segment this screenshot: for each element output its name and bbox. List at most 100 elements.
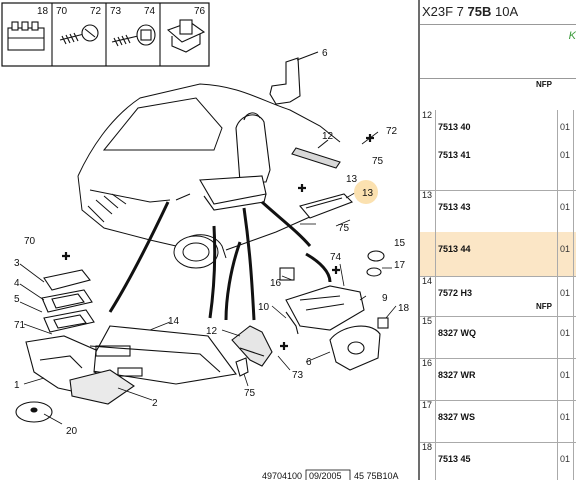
footer-ref: 45 75B10A: [354, 471, 399, 480]
parts-row[interactable]: 7513 44 01: [420, 232, 576, 277]
part-quantity: 01: [560, 150, 571, 160]
part-number: 7513 41: [438, 150, 471, 160]
screw-washer-icon: [111, 24, 156, 47]
callout-72: 72: [386, 126, 398, 137]
legend-label: 72: [90, 6, 102, 17]
callout-15: 15: [394, 238, 406, 249]
callout-13: 13: [362, 188, 374, 199]
seat-base-parts: [279, 250, 389, 371]
gasket-stack-parts-3-5: [41, 269, 95, 333]
clip-part-75: [235, 357, 249, 377]
callout-75: 75: [338, 223, 350, 234]
callout-3: 3: [14, 258, 20, 269]
callout-1: 1: [14, 380, 20, 391]
row-index: 15: [420, 316, 436, 358]
nfp-label: NFP: [536, 302, 552, 311]
callout-12-top: 13: [346, 174, 358, 185]
insulation-panel-parts-1-2: [25, 335, 135, 405]
parts-header: X23F 7 75B 10A: [420, 0, 576, 25]
callout-73: 73: [292, 370, 304, 381]
callout-6-bottom: 6: [306, 357, 312, 368]
legend-label: 18: [37, 6, 49, 17]
part-number: 7513 40: [438, 122, 471, 132]
callout-71: 71: [14, 320, 26, 331]
row-index: 12: [420, 110, 436, 190]
callout-4: 4: [14, 278, 20, 289]
row-index: 13: [420, 190, 436, 232]
callout-74: 74: [330, 252, 342, 263]
part-number: 8327 WQ: [438, 328, 477, 338]
nfp-label: NFP: [536, 80, 552, 89]
part-quantity: 01: [560, 122, 571, 132]
leader-curves: [108, 200, 332, 321]
ref-suffix: 10A: [495, 4, 519, 19]
legend-label: 76: [194, 6, 206, 17]
drawing-footer: 49704100 09/2005 45 75B10A: [262, 469, 399, 482]
part-number: 8327 WR: [438, 370, 476, 380]
panel-divider: [418, 0, 420, 480]
fastener-legend-box: [1, 2, 210, 67]
storage-tray-part-13: [299, 193, 353, 219]
k-mark: K: [568, 30, 576, 42]
ref-group: 75B: [467, 4, 492, 19]
column-rule: [573, 442, 574, 480]
callout-11: 12: [322, 131, 334, 142]
callout-2: 2: [152, 398, 158, 409]
ref-prefix: X23F 7: [422, 4, 464, 19]
part-number: 7513 43: [438, 202, 471, 212]
column-rule: [557, 276, 558, 316]
column-rule: [557, 442, 558, 480]
column-rule: [573, 190, 574, 232]
catalog-reference: X23F 7 75B 10A: [422, 4, 518, 19]
van-outline-drawing: [77, 83, 341, 269]
footer-code: 49704100: [262, 471, 302, 480]
callout-70: 70: [24, 236, 36, 247]
row-index: 17: [420, 400, 436, 442]
callout-10: 10: [258, 302, 270, 313]
callout-9: 9: [382, 293, 388, 304]
disc-part-20: [15, 401, 53, 423]
part-quantity: 01: [560, 454, 571, 464]
column-rule: [557, 358, 558, 400]
screw-icon: [59, 24, 99, 45]
callout-75: 75: [372, 156, 384, 167]
column-rule: [557, 400, 558, 442]
reference-plus-marks: [62, 134, 374, 350]
part-quantity: 01: [560, 370, 571, 380]
part-quantity: 01: [560, 412, 571, 422]
highlight-circle: [354, 180, 378, 204]
part-number: 8327 WS: [438, 412, 476, 422]
part-number: 7513 44: [438, 244, 471, 254]
callout-14: 14: [168, 316, 180, 327]
column-rule: [573, 276, 574, 316]
column-rule: [573, 110, 574, 190]
part-quantity: 01: [560, 244, 571, 254]
part-number: 7513 45: [438, 454, 471, 464]
callout-6: 6: [322, 48, 328, 59]
row-index: 16: [420, 358, 436, 400]
column-rule: [573, 400, 574, 442]
seat-drawing: [199, 112, 271, 211]
column-rule: [557, 190, 558, 232]
leader-lines: [19, 131, 397, 425]
column-rule: [573, 316, 574, 358]
callout-17: 17: [394, 260, 406, 271]
part-quantity: 01: [560, 202, 571, 212]
callout-18: 18: [398, 303, 410, 314]
part-quantity: 01: [560, 288, 571, 298]
callout-12: 12: [206, 326, 218, 337]
part-number: 7572 H3: [438, 288, 473, 298]
retaining-clip-icon: [166, 19, 206, 53]
callout-75-bottom: 75: [244, 388, 256, 399]
column-rule: [557, 232, 558, 276]
part-quantity: 01: [560, 328, 571, 338]
bracket-part-12: [231, 325, 273, 367]
